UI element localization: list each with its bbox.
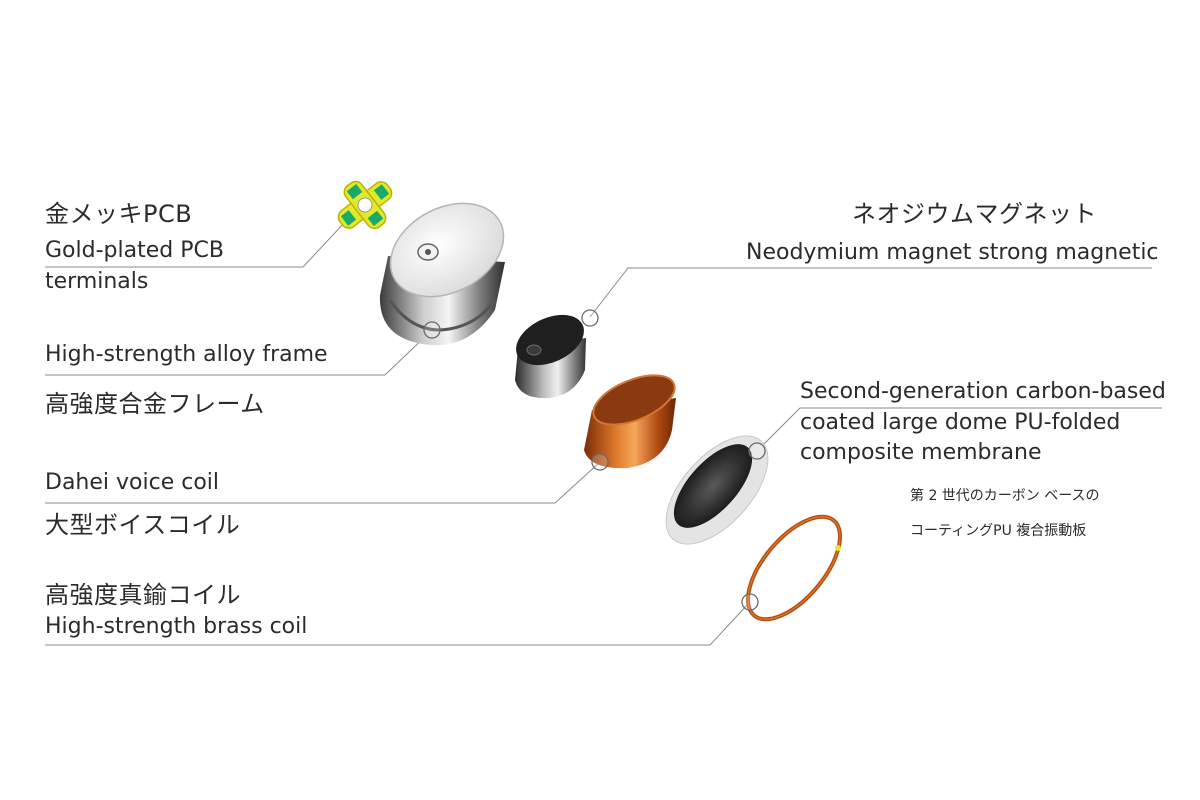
leader-line-coil (45, 461, 601, 504)
coil-label-jp: 大型ボイスコイル (45, 511, 241, 539)
callout-marker-brass (741, 593, 759, 611)
pcb-label-jp: 金メッキPCB (45, 200, 193, 228)
pcb-label-en-line2: terminals (45, 269, 149, 294)
leader-lines (45, 221, 1162, 646)
alloy-frame-icon (379, 202, 505, 346)
magnet-icon (515, 314, 586, 399)
magnet-label-en: Neodymium magnet strong magnetic (746, 240, 1159, 265)
brass-label-en: High-strength brass coil (45, 614, 308, 639)
membrane-label-jp-line2: コーティングPU 複合振動板 (910, 523, 1087, 539)
magnet-label-jp: ネオジウムマグネット (852, 200, 1097, 228)
membrane-icon (665, 435, 769, 545)
callout-marker-magnet (581, 309, 599, 327)
membrane-label-en-line3: composite membrane (800, 440, 1042, 465)
brass-coil-icon (745, 514, 843, 622)
leader-line-pcb (45, 221, 346, 268)
voice-coil-icon (584, 374, 676, 469)
callout-marker-coil (591, 453, 609, 471)
pcb-label-en-line1: Gold-plated PCB (45, 238, 224, 263)
membrane-label-en-line1: Second-generation carbon-based (800, 379, 1166, 404)
callout-marker-membrane (748, 442, 766, 460)
leader-line-magnet (589, 267, 1152, 318)
callout-marker-frame (423, 321, 441, 339)
membrane-label-en-line2: coated large dome PU-folded (800, 410, 1121, 435)
pcb-terminal-icon (337, 180, 393, 230)
frame-label-en: High-strength alloy frame (45, 342, 328, 367)
leader-line-brass (45, 601, 751, 646)
leader-line-frame (45, 329, 433, 376)
coil-label-en: Dahei voice coil (45, 470, 220, 495)
membrane-label-jp-line1: 第 2 世代のカーボン ベースの (910, 488, 1100, 504)
callout-markers (423, 309, 766, 611)
brass-label-jp: 高強度真鍮コイル (45, 581, 241, 609)
leader-line-membrane (756, 407, 1162, 452)
frame-label-jp: 高強度合金フレーム (45, 390, 265, 418)
